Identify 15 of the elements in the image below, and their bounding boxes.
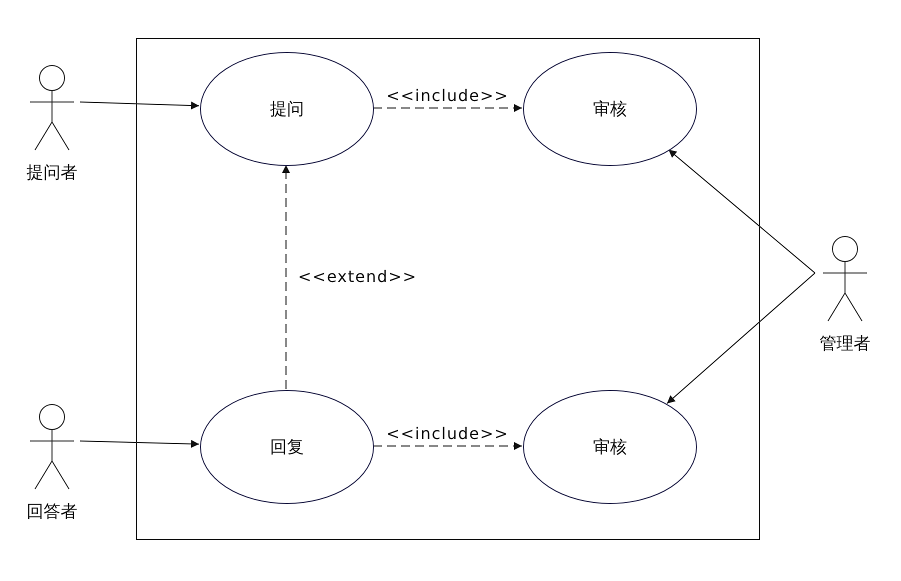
dashed-arrow <box>282 164 290 390</box>
actor-label: 回答者 <box>26 501 78 523</box>
actor-label: 提问者 <box>26 162 78 184</box>
use-case-label: 回复 <box>270 436 304 458</box>
use-case-label: 审核 <box>593 436 627 458</box>
use-case-label: 提问 <box>270 98 304 120</box>
arrow <box>666 272 816 404</box>
dashed-arrow <box>372 104 522 112</box>
system-boundary <box>136 38 760 540</box>
actor-label: 管理者 <box>820 333 870 355</box>
arrow <box>80 102 200 110</box>
arrow <box>80 440 200 448</box>
arrow <box>668 149 816 274</box>
dashed-arrow <box>372 442 522 450</box>
use-case-label: 审核 <box>593 98 627 120</box>
